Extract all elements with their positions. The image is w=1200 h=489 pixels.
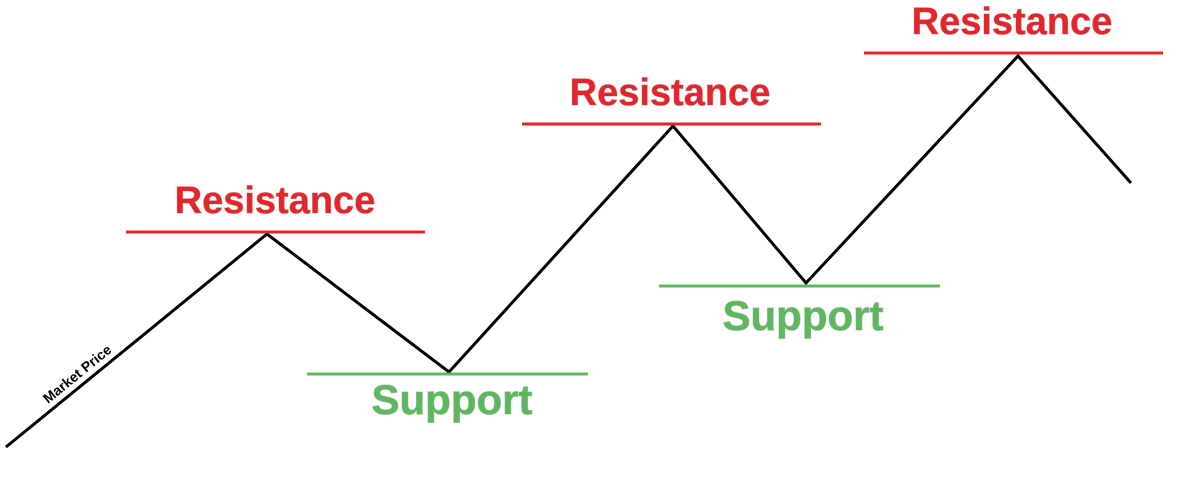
market-price-label: Market Price [40, 341, 115, 406]
resistance-label-2: Resistance [570, 72, 771, 114]
resistance-label-1: Resistance [175, 180, 376, 222]
market-price-line [5, 53, 1133, 449]
support-label-1: Support [372, 376, 533, 423]
support-label-2: Support [723, 292, 884, 339]
resistance-label-3: Resistance [912, 1, 1113, 43]
